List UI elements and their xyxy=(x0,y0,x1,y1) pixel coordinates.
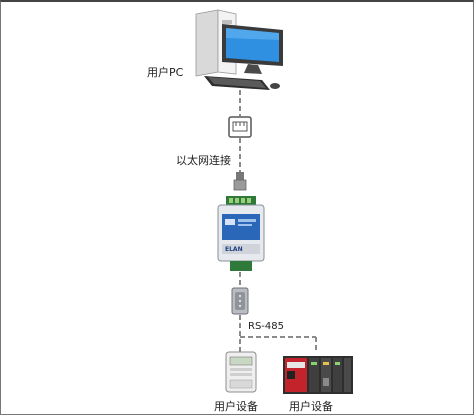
rj45-port-icon xyxy=(228,116,252,138)
db9-connector-icon xyxy=(231,287,249,315)
plc-rack-icon xyxy=(283,356,353,394)
user-device-label-right: 用户设备 xyxy=(289,400,333,413)
rj45-plug-icon xyxy=(233,172,247,191)
user-pc-icon xyxy=(195,9,283,90)
ethernet-connection-label: 以太网连接 xyxy=(176,154,231,167)
energy-meter-icon xyxy=(225,351,257,393)
user-pc-label: 用户PC xyxy=(147,66,184,79)
rs485-label: RS-485 xyxy=(248,321,284,332)
user-device-label-left: 用户设备 xyxy=(214,400,258,413)
gateway-logo-text: ELAN xyxy=(225,246,243,253)
serial-gateway-icon xyxy=(217,196,265,271)
